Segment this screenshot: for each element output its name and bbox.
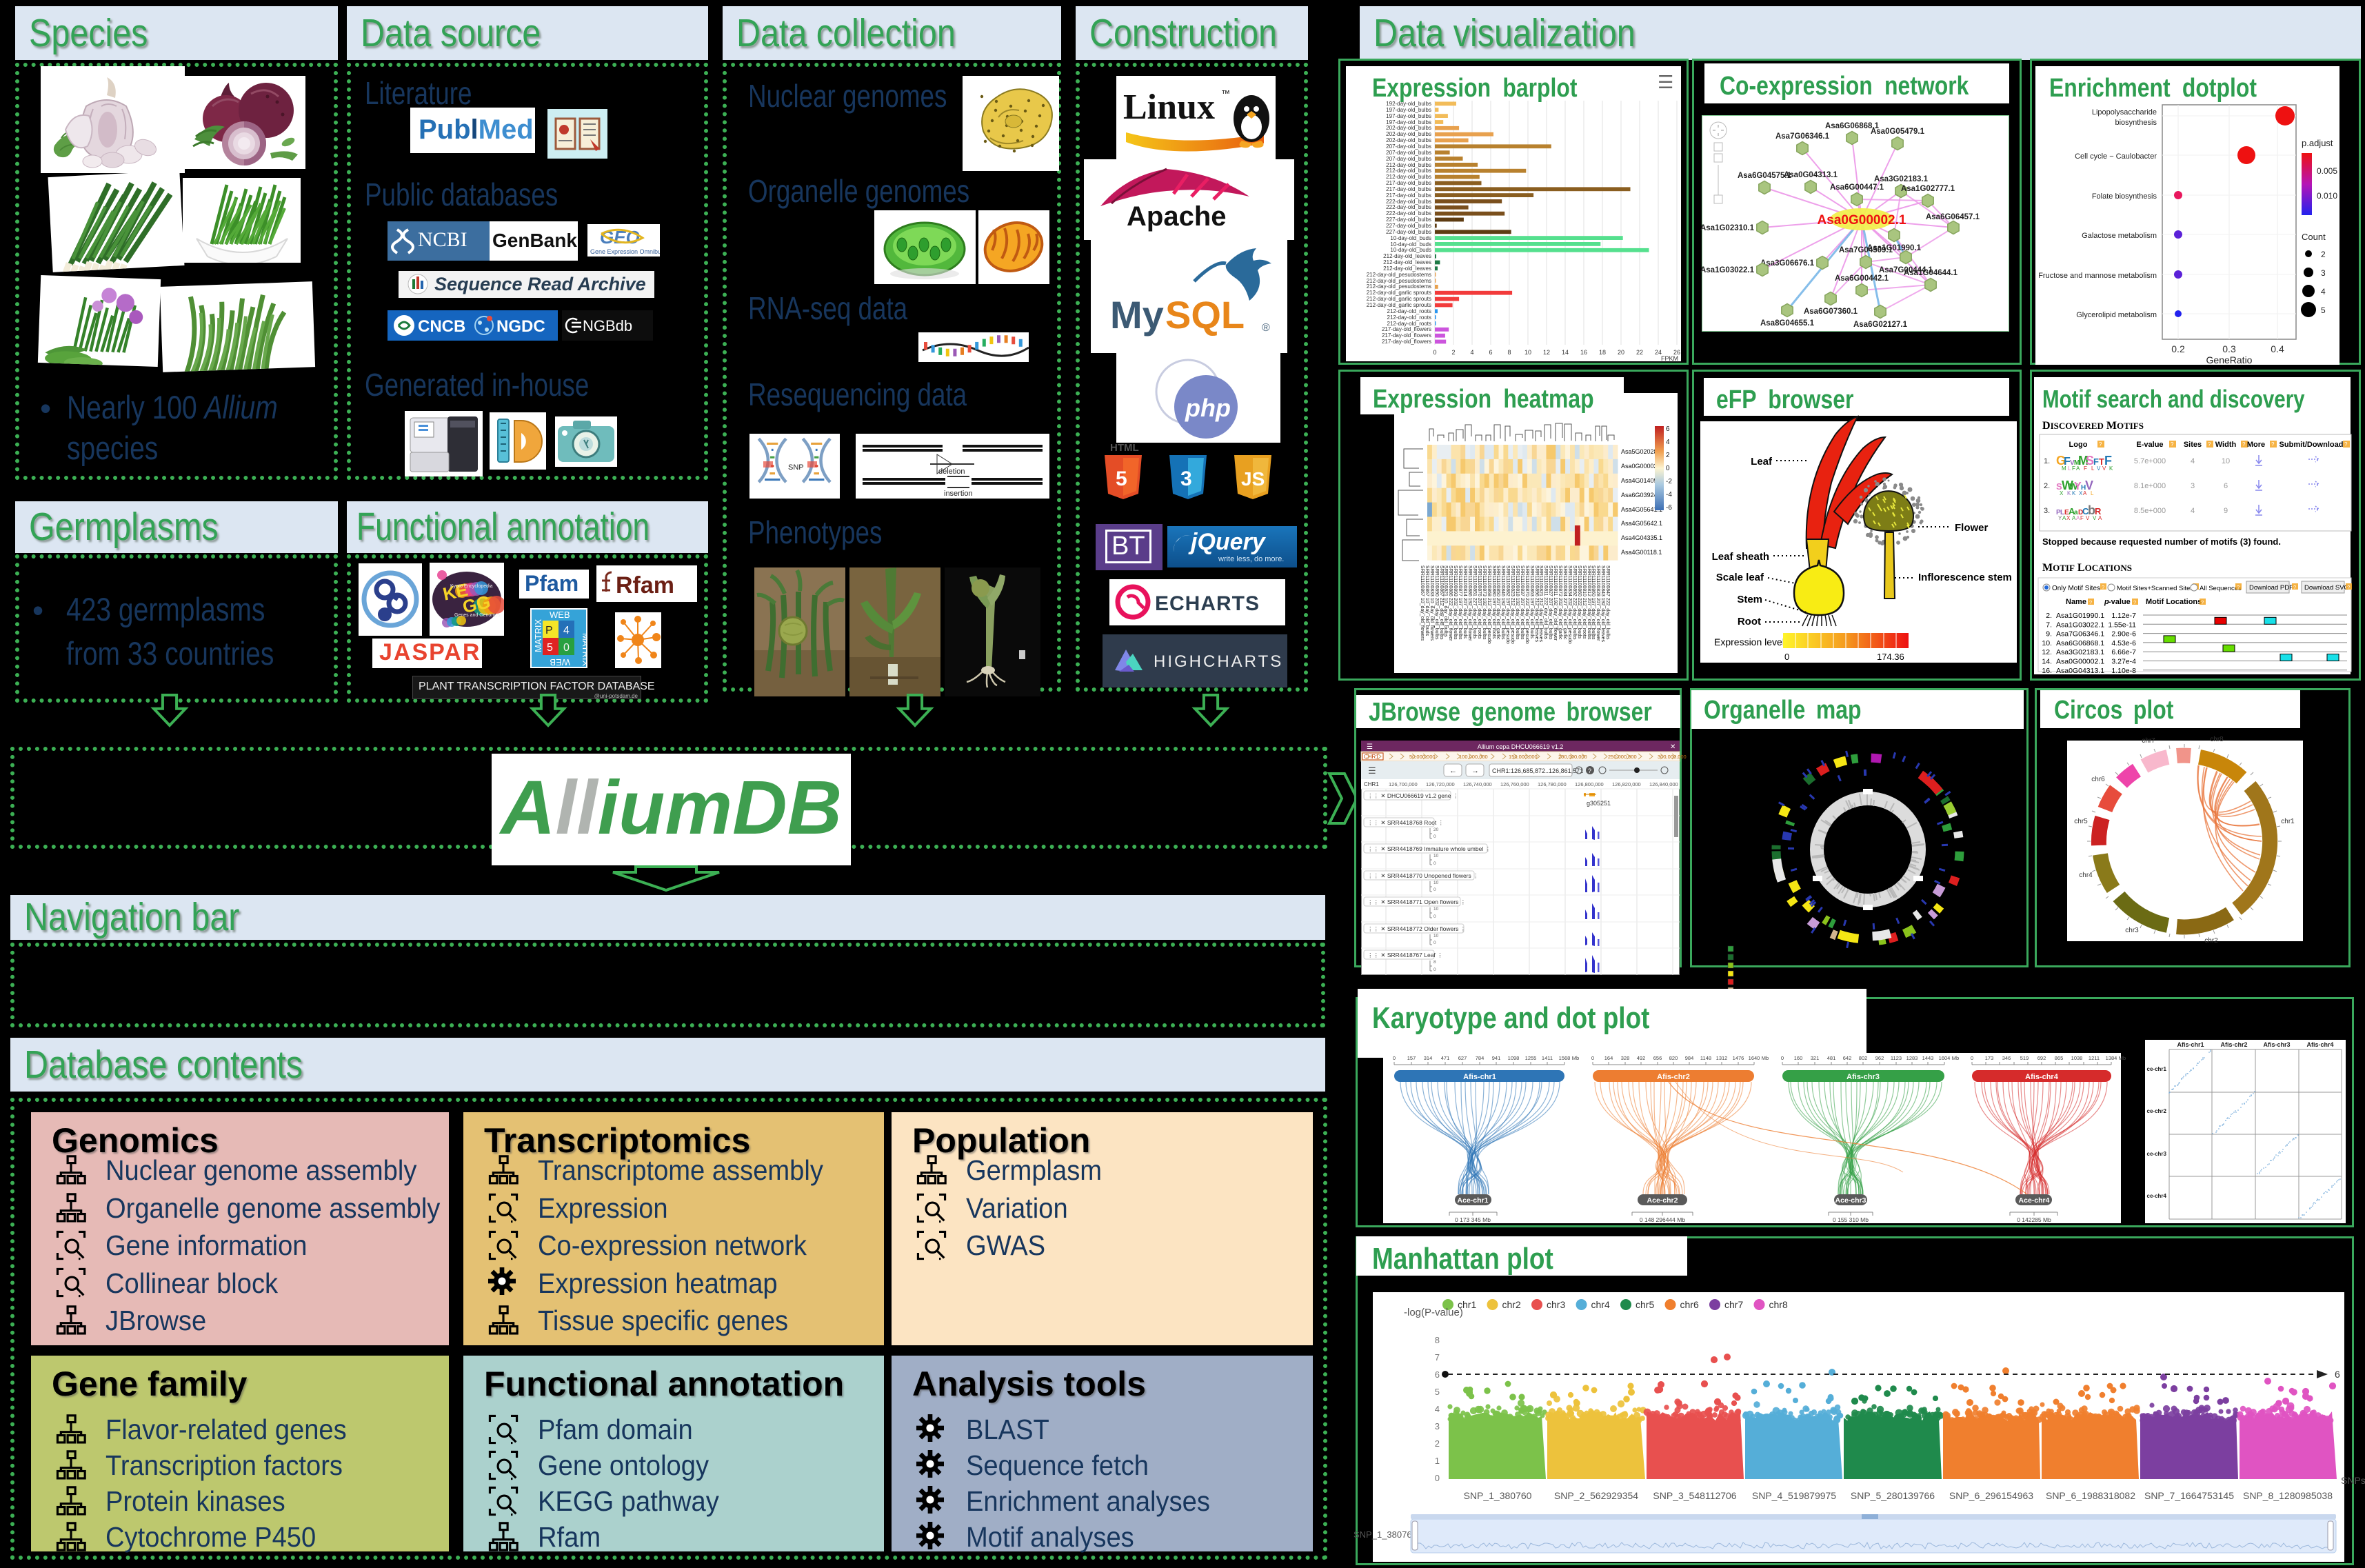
- svg-text:®: ®: [1262, 322, 1270, 334]
- svg-text:0: 0: [563, 642, 570, 654]
- svg-text:ECHARTS: ECHARTS: [1155, 592, 1260, 615]
- svg-text:insertion: insertion: [944, 490, 973, 498]
- svg-text:deletion: deletion: [938, 468, 965, 476]
- svg-text:4: 4: [563, 625, 570, 636]
- svg-text:JS: JS: [1241, 468, 1265, 490]
- svg-text:SNP: SNP: [788, 463, 804, 472]
- svg-text:™: ™: [1221, 88, 1230, 99]
- svg-text:Gene Expression Omnibus: Gene Expression Omnibus: [590, 248, 660, 255]
- svg-text:WEB: WEB: [550, 610, 570, 620]
- svg-text:CNCB: CNCB: [418, 317, 465, 336]
- svg-text:SQL: SQL: [1165, 293, 1245, 336]
- svg-text:P: P: [545, 625, 553, 636]
- svg-text:NGBdb: NGBdb: [583, 317, 632, 334]
- svg-text:Sequence Read Archive: Sequence Read Archive: [434, 274, 646, 294]
- svg-text:5: 5: [1116, 468, 1127, 490]
- svg-text:php: php: [1185, 394, 1231, 422]
- svg-text:MATRIX: MATRIX: [581, 633, 587, 666]
- svg-text:Genes and Genomes: Genes and Genomes: [454, 613, 501, 618]
- svg-text:MATRIX: MATRIX: [533, 619, 543, 652]
- svg-text:NGDC: NGDC: [496, 317, 545, 336]
- svg-text:HTML: HTML: [1110, 442, 1139, 454]
- svg-text:Kyoto Encyclopedia: Kyoto Encyclopedia: [450, 584, 493, 589]
- svg-text:Apache: Apache: [1127, 201, 1227, 232]
- svg-text:Linux: Linux: [1123, 88, 1215, 127]
- svg-text:3: 3: [1180, 468, 1192, 490]
- svg-text:Rfam: Rfam: [616, 572, 674, 599]
- svg-text:WEB: WEB: [550, 657, 570, 667]
- svg-text:5: 5: [547, 642, 553, 654]
- svg-text:My: My: [1110, 293, 1164, 336]
- svg-text:KE: KE: [441, 579, 470, 605]
